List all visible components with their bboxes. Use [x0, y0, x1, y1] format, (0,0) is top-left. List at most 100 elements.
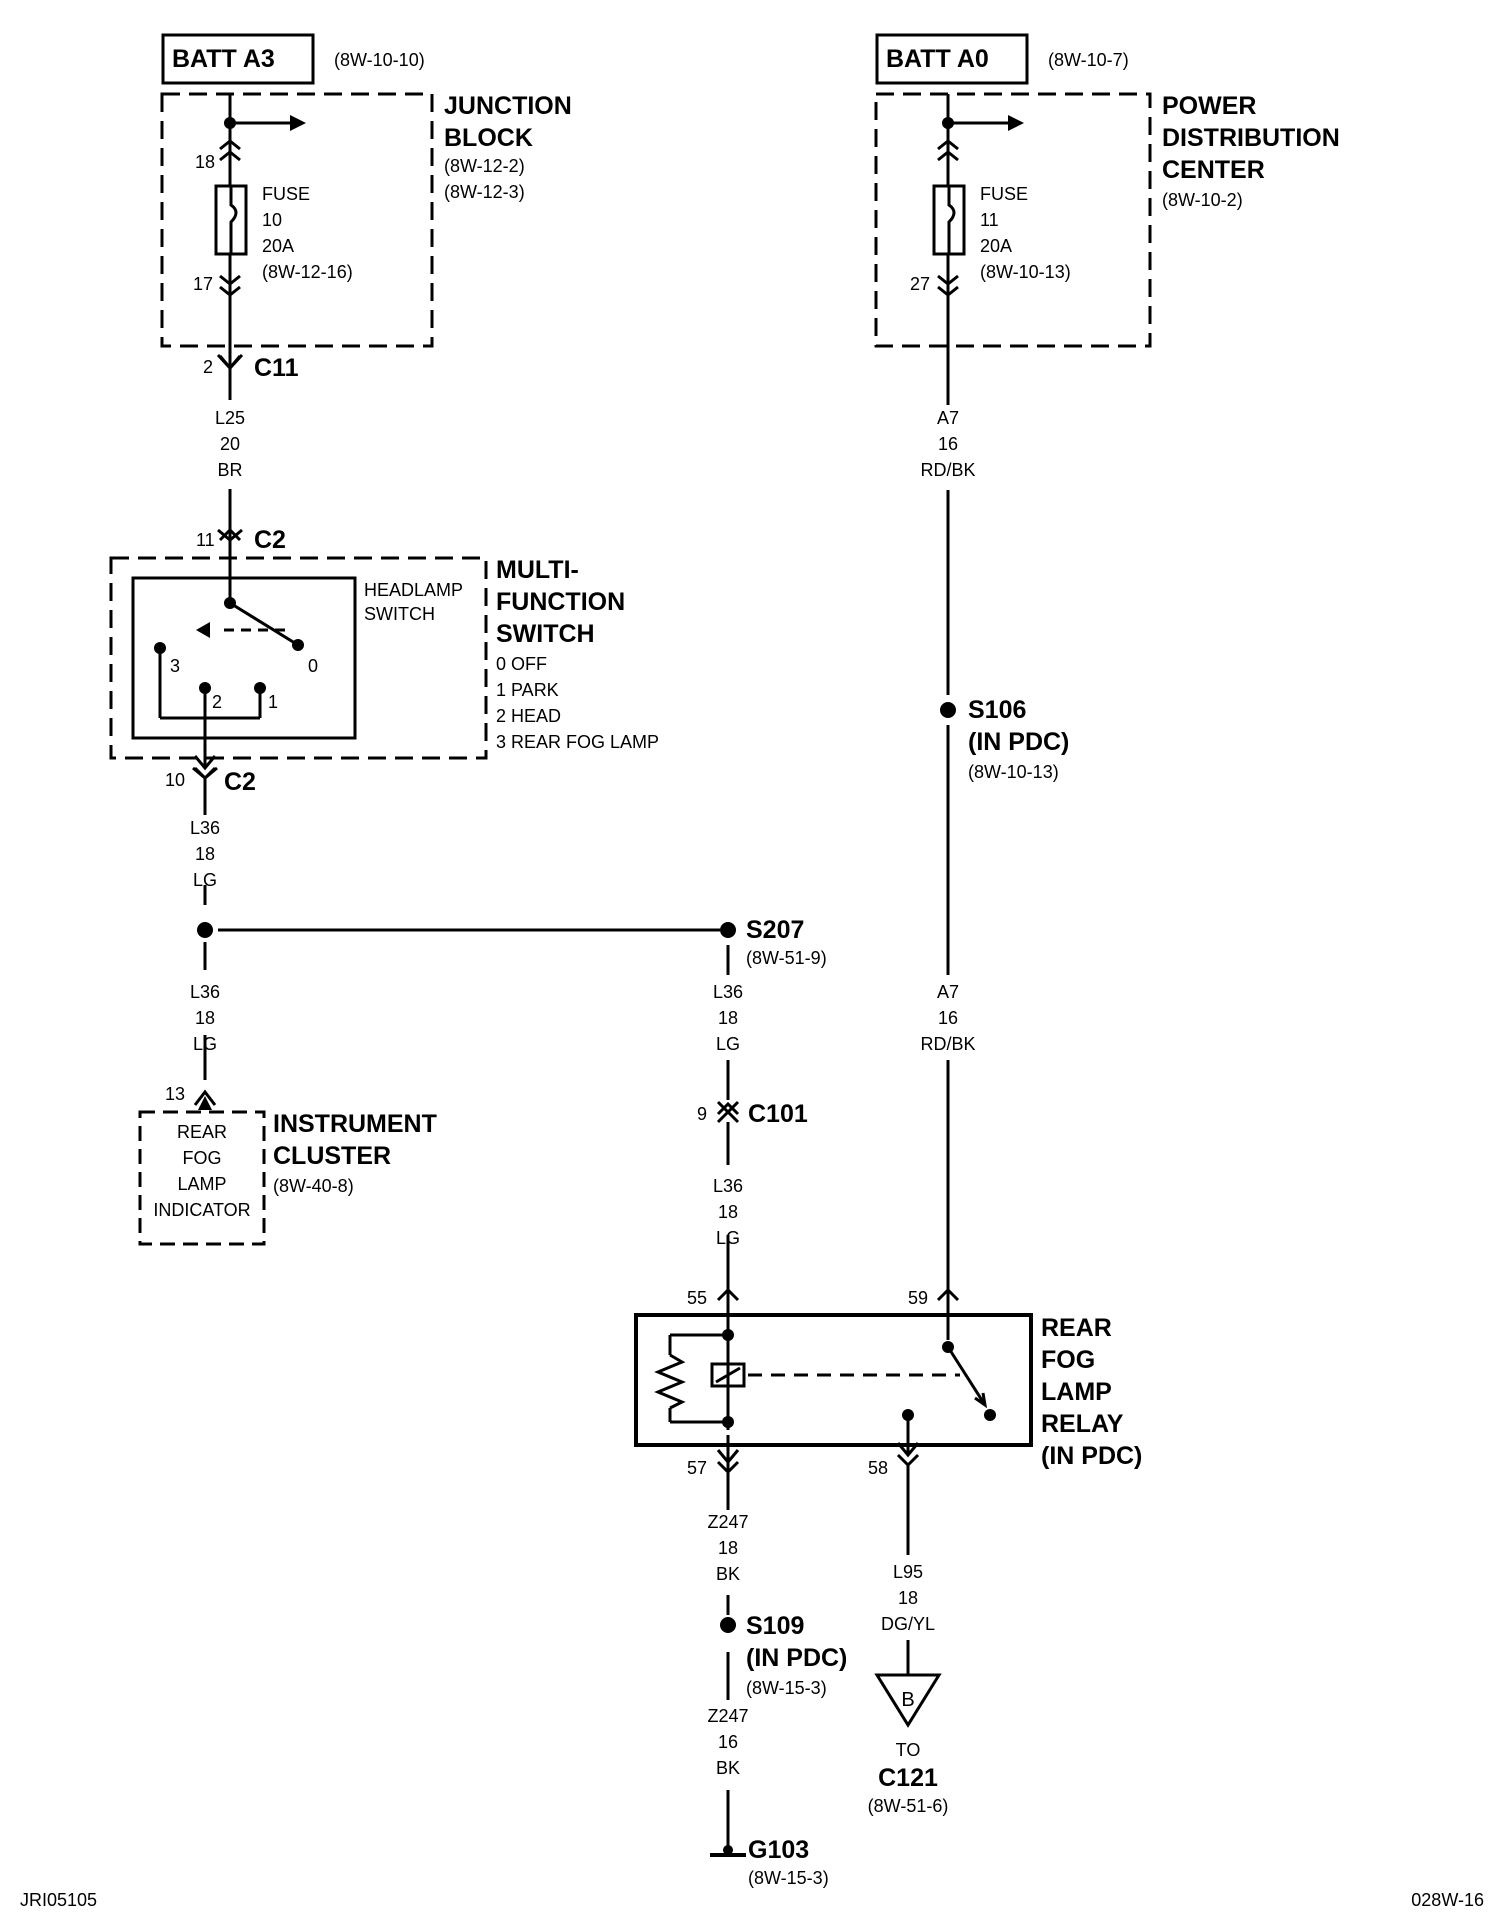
l95-color: DG/YL — [881, 1614, 935, 1634]
headlamp-switch-box — [131, 576, 357, 740]
pdc-ref: (8W-10-2) — [1162, 190, 1243, 210]
c101-pin: 9 — [697, 1104, 707, 1124]
fuse11-line2: 11 — [980, 210, 999, 230]
s207-ref: (8W-51-9) — [746, 948, 827, 968]
relay-pin-58: 58 — [868, 1458, 888, 1478]
jb-pin-out: 17 — [193, 274, 213, 294]
pdc-pin-out: 27 — [910, 274, 930, 294]
mfs-pos-2: 2 HEAD — [496, 706, 561, 726]
l95-circuit: L95 — [893, 1562, 923, 1582]
l36d-color: LG — [716, 1228, 740, 1248]
l36c-color: LG — [716, 1034, 740, 1054]
z247a-color: BK — [716, 1564, 740, 1584]
junction-block-name-1: JUNCTION — [444, 92, 572, 120]
batt-a3-box — [161, 33, 315, 85]
headlamp-switch-label-1: HEADLAMP — [364, 580, 463, 600]
batt-a0-box — [875, 33, 1029, 85]
fuse10-line2: 10 — [262, 210, 282, 230]
c11-pin: 2 — [203, 357, 213, 377]
c2-in-pin: 11 — [196, 530, 215, 550]
c101-name: C101 — [748, 1100, 808, 1128]
l36a-circuit: L36 — [190, 818, 220, 838]
s109-name: S109 — [746, 1612, 804, 1640]
connector-b-ref: (8W-51-6) — [868, 1796, 949, 1816]
l36a-gauge: 18 — [195, 844, 215, 864]
indicator-line-4: INDICATOR — [153, 1200, 250, 1220]
relay-name-3: LAMP — [1041, 1378, 1112, 1406]
a7-bot-gauge: 16 — [938, 1008, 958, 1028]
l25-gauge: 20 — [220, 434, 240, 454]
headlamp-switch-label-2: SWITCH — [364, 604, 435, 624]
s106-name: S106 — [968, 696, 1026, 724]
fuse11-line3: 20A — [980, 236, 1012, 256]
mfs-name-3: SWITCH — [496, 620, 595, 648]
junction-block-ref-1: (8W-12-2) — [444, 156, 525, 176]
z247b-color: BK — [716, 1758, 740, 1778]
mfs-pos-1: 1 PARK — [496, 680, 559, 700]
indicator-line-3: LAMP — [177, 1174, 226, 1194]
fuse11-line1: FUSE — [980, 184, 1028, 204]
connector-b-triangle — [874, 1673, 942, 1728]
switch-term-3: 3 — [170, 656, 180, 676]
pdc-name-3: CENTER — [1162, 156, 1265, 184]
l95-gauge: 18 — [898, 1588, 918, 1608]
relay-name-4: RELAY — [1041, 1410, 1124, 1438]
relay-pin-57: 57 — [687, 1458, 707, 1478]
a7-top-circuit: A7 — [937, 408, 959, 428]
junction-dots — [154, 117, 996, 1855]
s106-ref: (8W-10-13) — [968, 762, 1059, 782]
s106-dot — [940, 702, 956, 718]
c2-out-pin: 10 — [165, 770, 185, 790]
s109-loc: (IN PDC) — [746, 1644, 847, 1672]
fuse10-line3: 20A — [262, 236, 294, 256]
fuse10-line1: FUSE — [262, 184, 310, 204]
cluster-name-2: CLUSTER — [273, 1142, 391, 1170]
s109-dot — [720, 1617, 736, 1633]
g103-ref: (8W-15-3) — [748, 1868, 829, 1888]
z247a-circuit: Z247 — [707, 1512, 748, 1532]
c2-in-name: C2 — [254, 526, 286, 554]
g103-name: G103 — [748, 1836, 809, 1864]
batt-a3-label: BATT A3 — [172, 45, 275, 73]
z247a-gauge: 18 — [718, 1538, 738, 1558]
relay-name-5: (IN PDC) — [1041, 1442, 1142, 1470]
instrument-cluster-outline — [138, 1110, 266, 1246]
footer-right: 028W-16 — [1411, 1890, 1484, 1910]
cluster-name-1: INSTRUMENT — [273, 1110, 437, 1138]
l36d-gauge: 18 — [718, 1202, 738, 1222]
a7-top-gauge: 16 — [938, 434, 958, 454]
indicator-line-2: FOG — [183, 1148, 222, 1168]
l36c-gauge: 18 — [718, 1008, 738, 1028]
fuse10-line4: (8W-12-16) — [262, 262, 353, 282]
batt-a0-ref: (8W-10-7) — [1048, 50, 1129, 70]
relay-coil — [710, 1362, 746, 1388]
cluster-pin: 13 — [165, 1084, 185, 1104]
l25-circuit: L25 — [215, 408, 245, 428]
a7-bot-circuit: A7 — [937, 982, 959, 1002]
c2-out-name: C2 — [224, 768, 256, 796]
relay-name-1: REAR — [1041, 1314, 1112, 1342]
fuse11-line4: (8W-10-13) — [980, 262, 1071, 282]
connector-b-letter: B — [901, 1689, 914, 1711]
l36d-circuit: L36 — [713, 1176, 743, 1196]
l36b-gauge: 18 — [195, 1008, 215, 1028]
batt-a0-label: BATT A0 — [886, 45, 989, 73]
z247b-circuit: Z247 — [707, 1706, 748, 1726]
c11-name: C11 — [254, 354, 299, 382]
switch-term-2: 2 — [212, 692, 222, 712]
switch-term-0: 0 — [308, 656, 318, 676]
l36c-circuit: L36 — [713, 982, 743, 1002]
mfs-pos-3: 3 REAR FOG LAMP — [496, 732, 659, 752]
a7-top-color: RD/BK — [920, 460, 975, 480]
batt-a3-ref: (8W-10-10) — [334, 50, 425, 70]
jb-pin-in: 18 — [195, 152, 215, 172]
l36b-circuit: L36 — [190, 982, 220, 1002]
l36a-color: LG — [193, 870, 217, 890]
s109-ref: (8W-15-3) — [746, 1678, 827, 1698]
indicator-line-1: REAR — [177, 1122, 227, 1142]
s106-loc: (IN PDC) — [968, 728, 1069, 756]
relay-pin-59: 59 — [908, 1288, 928, 1308]
pdc-name-1: POWER — [1162, 92, 1256, 120]
switch-term-1: 1 — [268, 692, 278, 712]
